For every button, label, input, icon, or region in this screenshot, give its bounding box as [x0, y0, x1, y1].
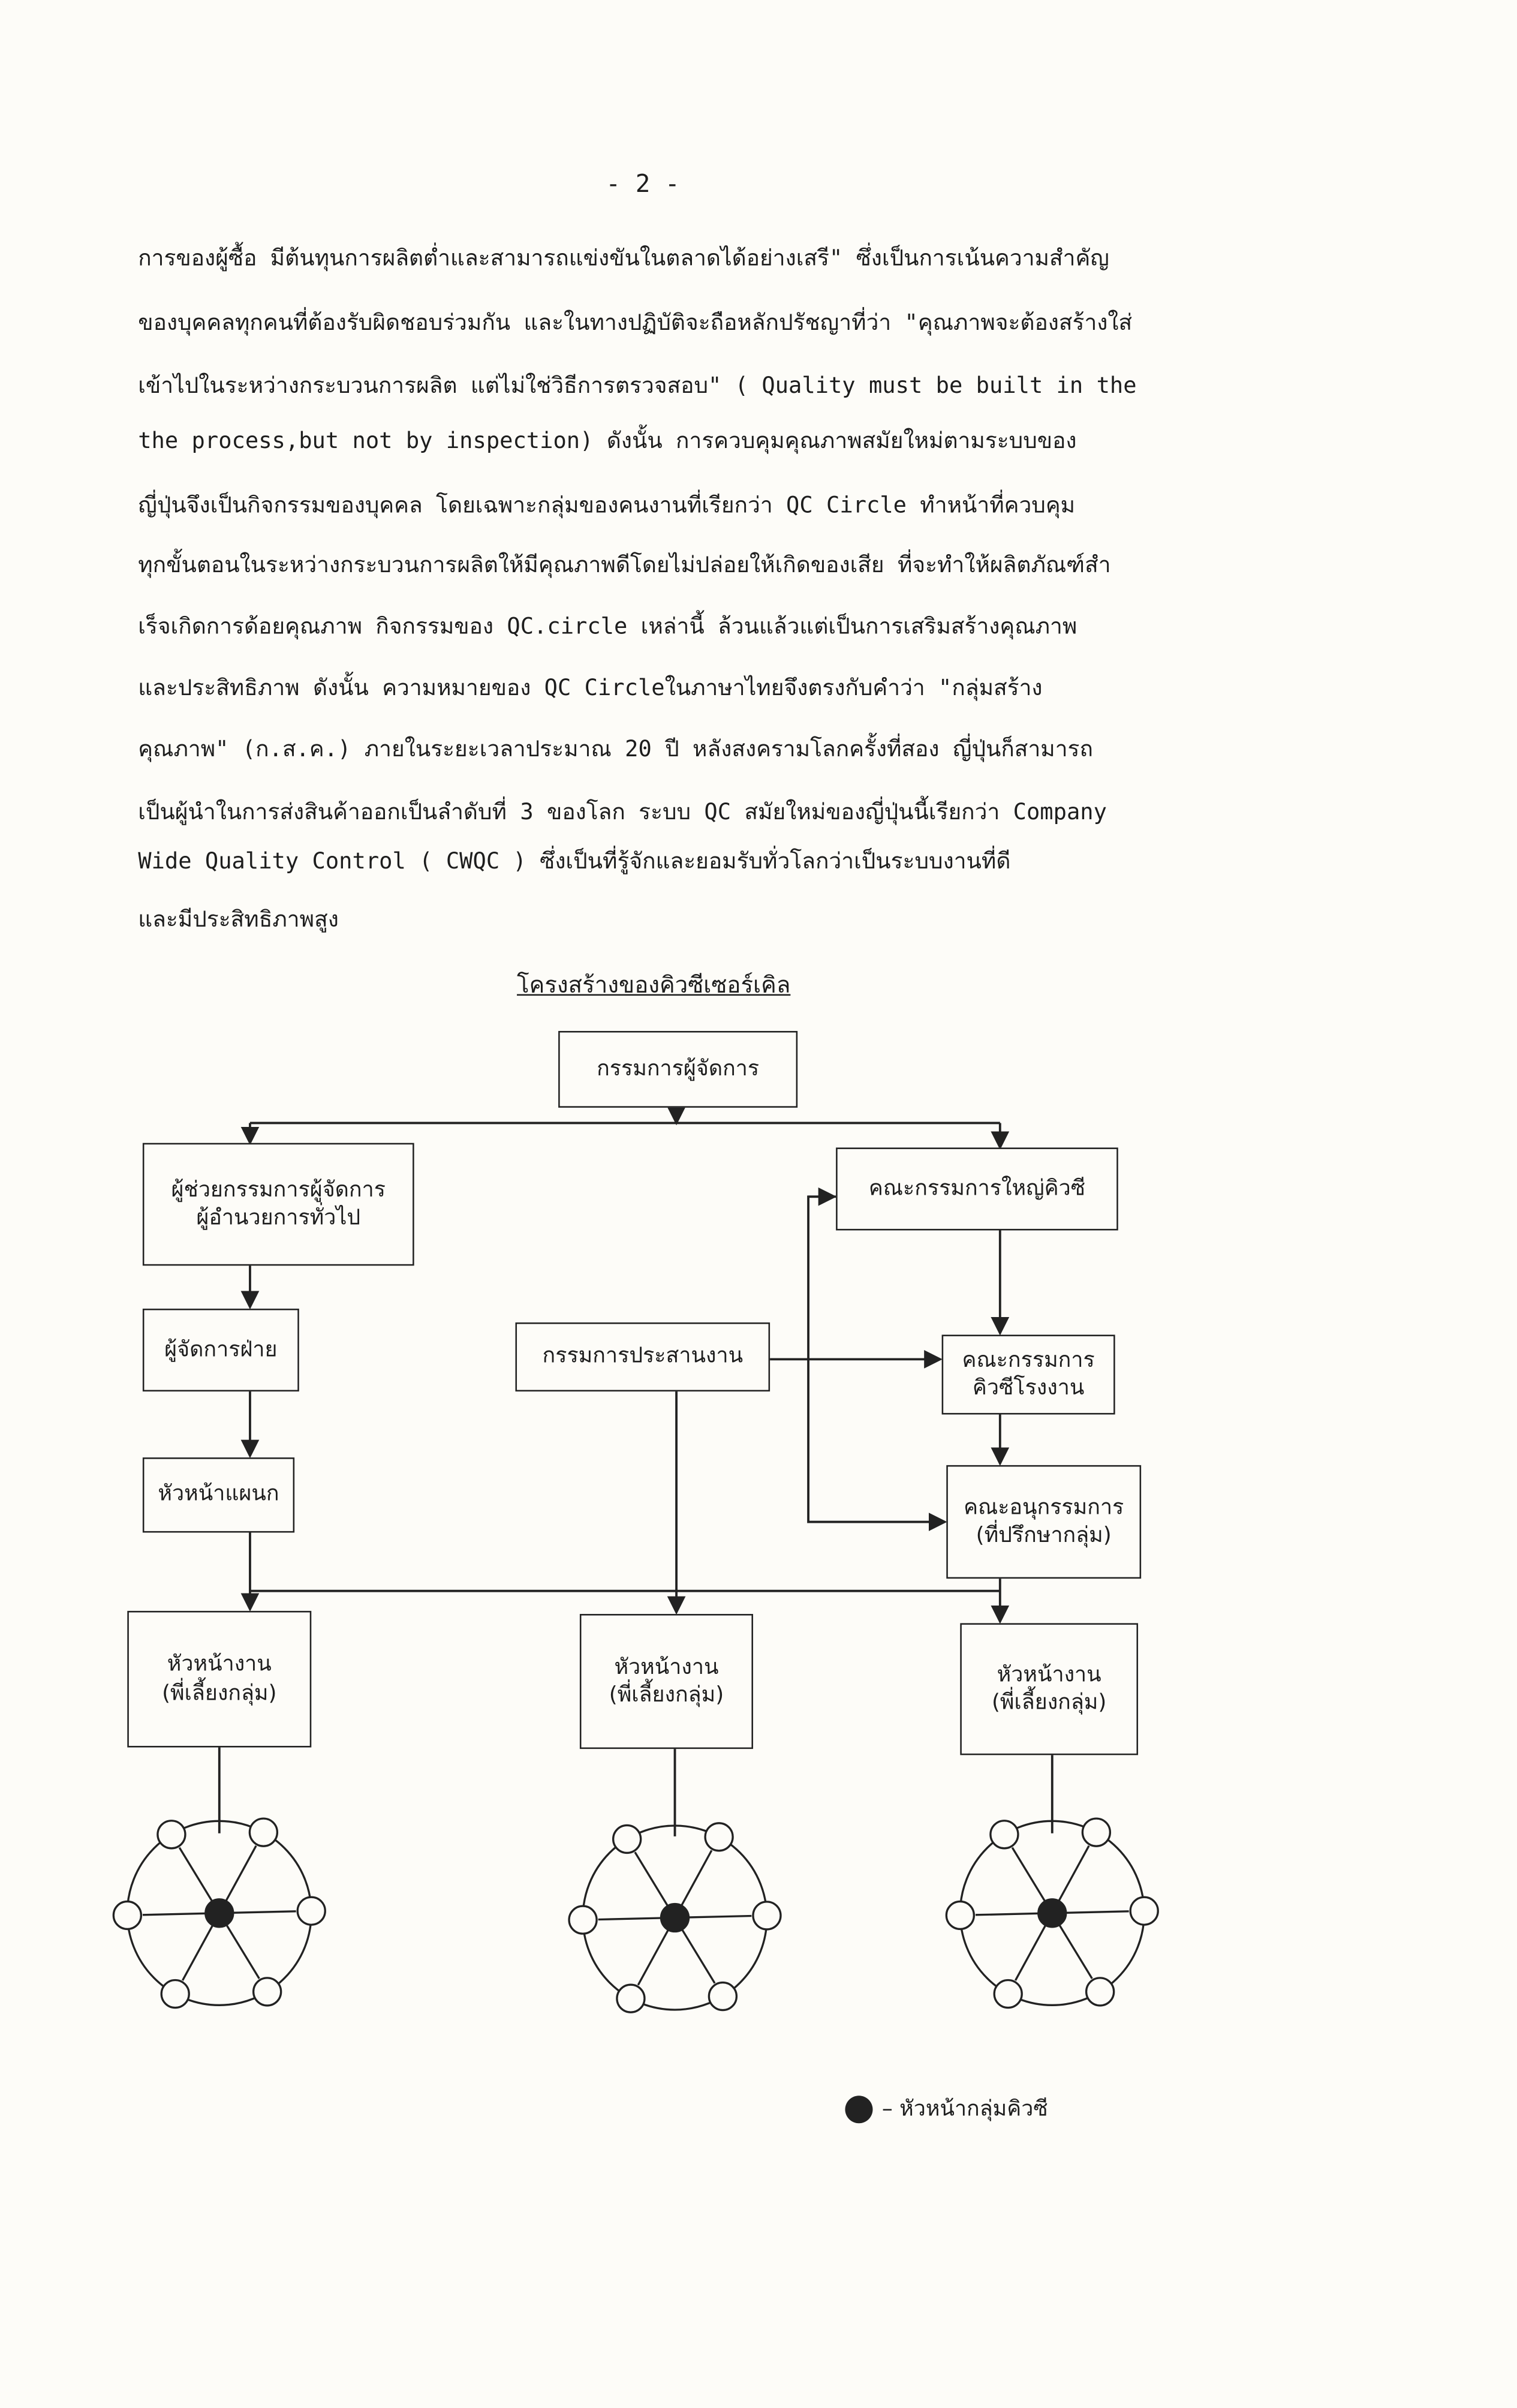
legend-label: – หัวหน้ากลุ่มคิวซี	[881, 2097, 1048, 2122]
foreman-box: หัวหน้างาน(พี่เลี้ยงกลุ่ม)	[960, 1623, 1139, 1755]
paragraph-line: การของผู้ซื้อ มีต้นทุนการผลิตต่ำและสามาร…	[138, 246, 1109, 272]
member-circle	[993, 1979, 1023, 2009]
qc-main-committee-box: คณะกรรมการใหญ่คิวซี	[836, 1147, 1118, 1231]
foreman-box: หัวหน้างาน(พี่เลี้ยงกลุ่ม)	[579, 1614, 753, 1749]
department-manager-box: ผู้จัดการฝ่าย	[142, 1308, 299, 1392]
member-circle	[112, 1900, 143, 1931]
paragraph-line: เร็จเกิดการด้อยคุณภาพ กิจกรรมของ QC.circ…	[138, 615, 1077, 640]
paragraph-line: เป็นผู้นำในการส่งสินค้าออกเป็นลำดับที่ 3…	[138, 801, 1107, 826]
member-circle	[1081, 1817, 1112, 1847]
member-circle	[248, 1817, 279, 1847]
member-circle	[1085, 1977, 1115, 2007]
section-head-box: หัวหน้าแผนก	[142, 1457, 295, 1533]
qc-leader-icon	[660, 1902, 690, 1933]
member-circle	[156, 1820, 186, 1850]
member-circle	[616, 1983, 646, 2013]
qc-leader-legend-icon	[845, 2096, 873, 2124]
member-circle	[704, 1822, 734, 1852]
member-circle	[708, 1981, 738, 2012]
paragraph-line: the process,but not by inspection) ดังนั…	[138, 429, 1077, 455]
member-circle	[989, 1820, 1019, 1850]
qc-leader-icon	[1037, 1898, 1067, 1928]
member-circle	[160, 1979, 190, 2009]
paragraph-line: Wide Quality Control ( CWQC ) ซึ่งเป็นที…	[138, 850, 1011, 875]
coordination-committee-box: กรรมการประสานงาน	[515, 1322, 770, 1392]
page-number: - 2 -	[606, 169, 680, 198]
member-circle	[752, 1901, 782, 1931]
paragraph-line: ทุกขั้นตอนในระหว่างกระบวนการผลิตให้มีคุณ…	[138, 554, 1111, 579]
member-circle	[945, 1900, 976, 1931]
member-circle	[296, 1896, 326, 1926]
diagram-title: โครงสร้างของคิวซีเซอร์เคิล	[517, 971, 791, 999]
paragraph-line: คุณภาพ" (ก.ส.ค.) ภายในระยะเวลาประมาณ 20 …	[138, 738, 1093, 763]
paragraph-line: เข้าไปในระหว่างกระบวนการผลิต แต่ไม่ใช่วิ…	[138, 374, 1137, 399]
paragraph-line: และประสิทธิภาพ ดังนั้น ความหมายของ QC Ci…	[138, 677, 1043, 702]
member-circle	[252, 1977, 282, 2007]
factory-qc-committee-box: คณะกรรมการคิวซีโรงงาน	[941, 1334, 1115, 1415]
qc-leader-icon	[204, 1898, 234, 1928]
assistant-md-box: ผู้ช่วยกรรมการผู้จัดการผู้อำนวยการทั่วไป	[142, 1143, 414, 1266]
member-circle	[1129, 1896, 1159, 1926]
managing-director-box: กรรมการผู้จัดการ	[558, 1030, 798, 1108]
member-circle	[568, 1905, 598, 1935]
paragraph-line: และมีประสิทธิภาพสูง	[138, 908, 339, 933]
subcommittee-box: คณะอนุกรรมการ(ที่ปรึกษากลุ่ม)	[946, 1465, 1142, 1579]
paragraph-line: ของบุคคลทุกคนที่ต้องรับผิดชอบร่วมกัน และ…	[138, 311, 1133, 336]
member-circle	[612, 1824, 642, 1854]
foreman-box: หัวหน้างาน(พี่เลี้ยงกลุ่ม)	[127, 1610, 312, 1748]
paragraph-line: ญี่ปุ่นจึงเป็นกิจกรรมของบุคคล โดยเฉพาะกล…	[138, 494, 1076, 519]
